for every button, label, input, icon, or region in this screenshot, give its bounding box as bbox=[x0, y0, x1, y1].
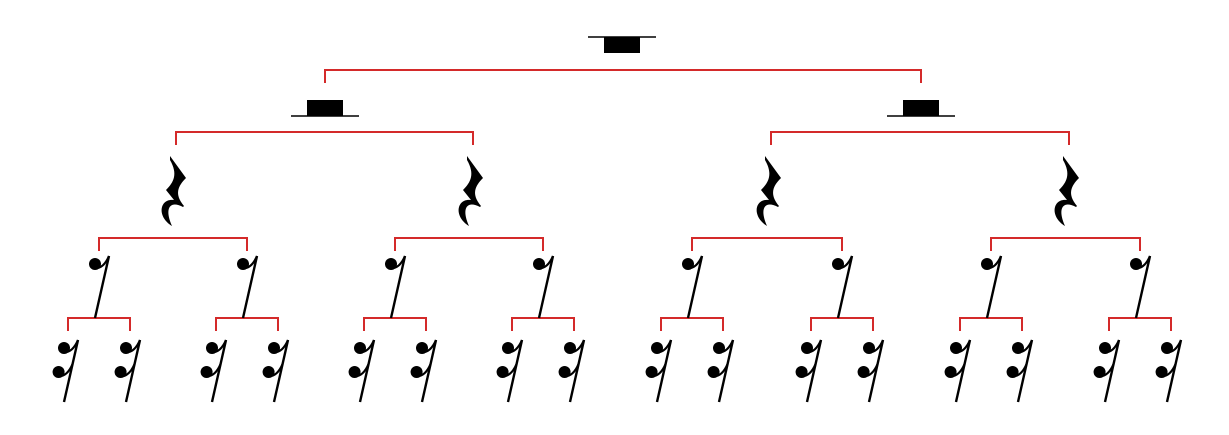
eighth-rest-icon bbox=[832, 255, 854, 319]
sixteenth-rest-icon bbox=[200, 339, 228, 403]
connector-bracket bbox=[511, 317, 575, 331]
sixteenth-rest-icon bbox=[795, 339, 823, 403]
sixteenth-rest-icon bbox=[52, 339, 80, 403]
connector-bracket bbox=[215, 317, 279, 331]
connector-bracket bbox=[691, 237, 843, 251]
eighth-rest-icon bbox=[89, 255, 111, 319]
eighth-rest-icon bbox=[981, 255, 1003, 319]
eighth-rest-icon bbox=[237, 255, 259, 319]
sixteenth-rest-icon bbox=[410, 339, 438, 403]
connector-bracket bbox=[990, 237, 1141, 251]
quarter-rest-icon bbox=[161, 156, 186, 226]
sixteenth-rest-icon bbox=[645, 339, 673, 403]
connector-bracket bbox=[660, 317, 724, 331]
eighth-rest-icon bbox=[1130, 255, 1152, 319]
connector-bracket bbox=[175, 131, 474, 145]
connector-bracket bbox=[810, 317, 874, 331]
connector-bracket bbox=[1108, 317, 1172, 331]
connector-bracket bbox=[67, 317, 131, 331]
sixteenth-rest-icon bbox=[707, 339, 735, 403]
sixteenth-rest-icon bbox=[1006, 339, 1034, 403]
quarter-rest-icon bbox=[1054, 156, 1079, 226]
connector-bracket bbox=[324, 69, 922, 83]
connector-bracket bbox=[98, 237, 248, 251]
sixteenth-rest-icon bbox=[114, 339, 142, 403]
sixteenth-rest-icon bbox=[1093, 339, 1121, 403]
whole-rest-icon bbox=[588, 36, 656, 53]
sixteenth-rest-icon bbox=[262, 339, 290, 403]
connectors bbox=[67, 69, 1172, 331]
sixteenth-rest-icon bbox=[558, 339, 586, 403]
half-rest-icon bbox=[887, 100, 955, 117]
connector-bracket bbox=[959, 317, 1023, 331]
sixteenth-rest-icon bbox=[857, 339, 885, 403]
connector-bracket bbox=[394, 237, 544, 251]
sixteenth-rest-icon bbox=[496, 339, 524, 403]
quarter-rest-icon bbox=[458, 156, 483, 226]
sixteenth-rest-icon bbox=[944, 339, 972, 403]
eighth-rest-icon bbox=[533, 255, 555, 319]
sixteenth-rest-icon bbox=[1155, 339, 1183, 403]
half-rest-icon bbox=[291, 100, 359, 117]
connector-bracket bbox=[770, 131, 1070, 145]
eighth-rest-icon bbox=[682, 255, 704, 319]
rests bbox=[52, 36, 1183, 403]
eighth-rest-icon bbox=[385, 255, 407, 319]
connector-bracket bbox=[363, 317, 427, 331]
sixteenth-rest-icon bbox=[348, 339, 376, 403]
quarter-rest-icon bbox=[756, 156, 781, 226]
